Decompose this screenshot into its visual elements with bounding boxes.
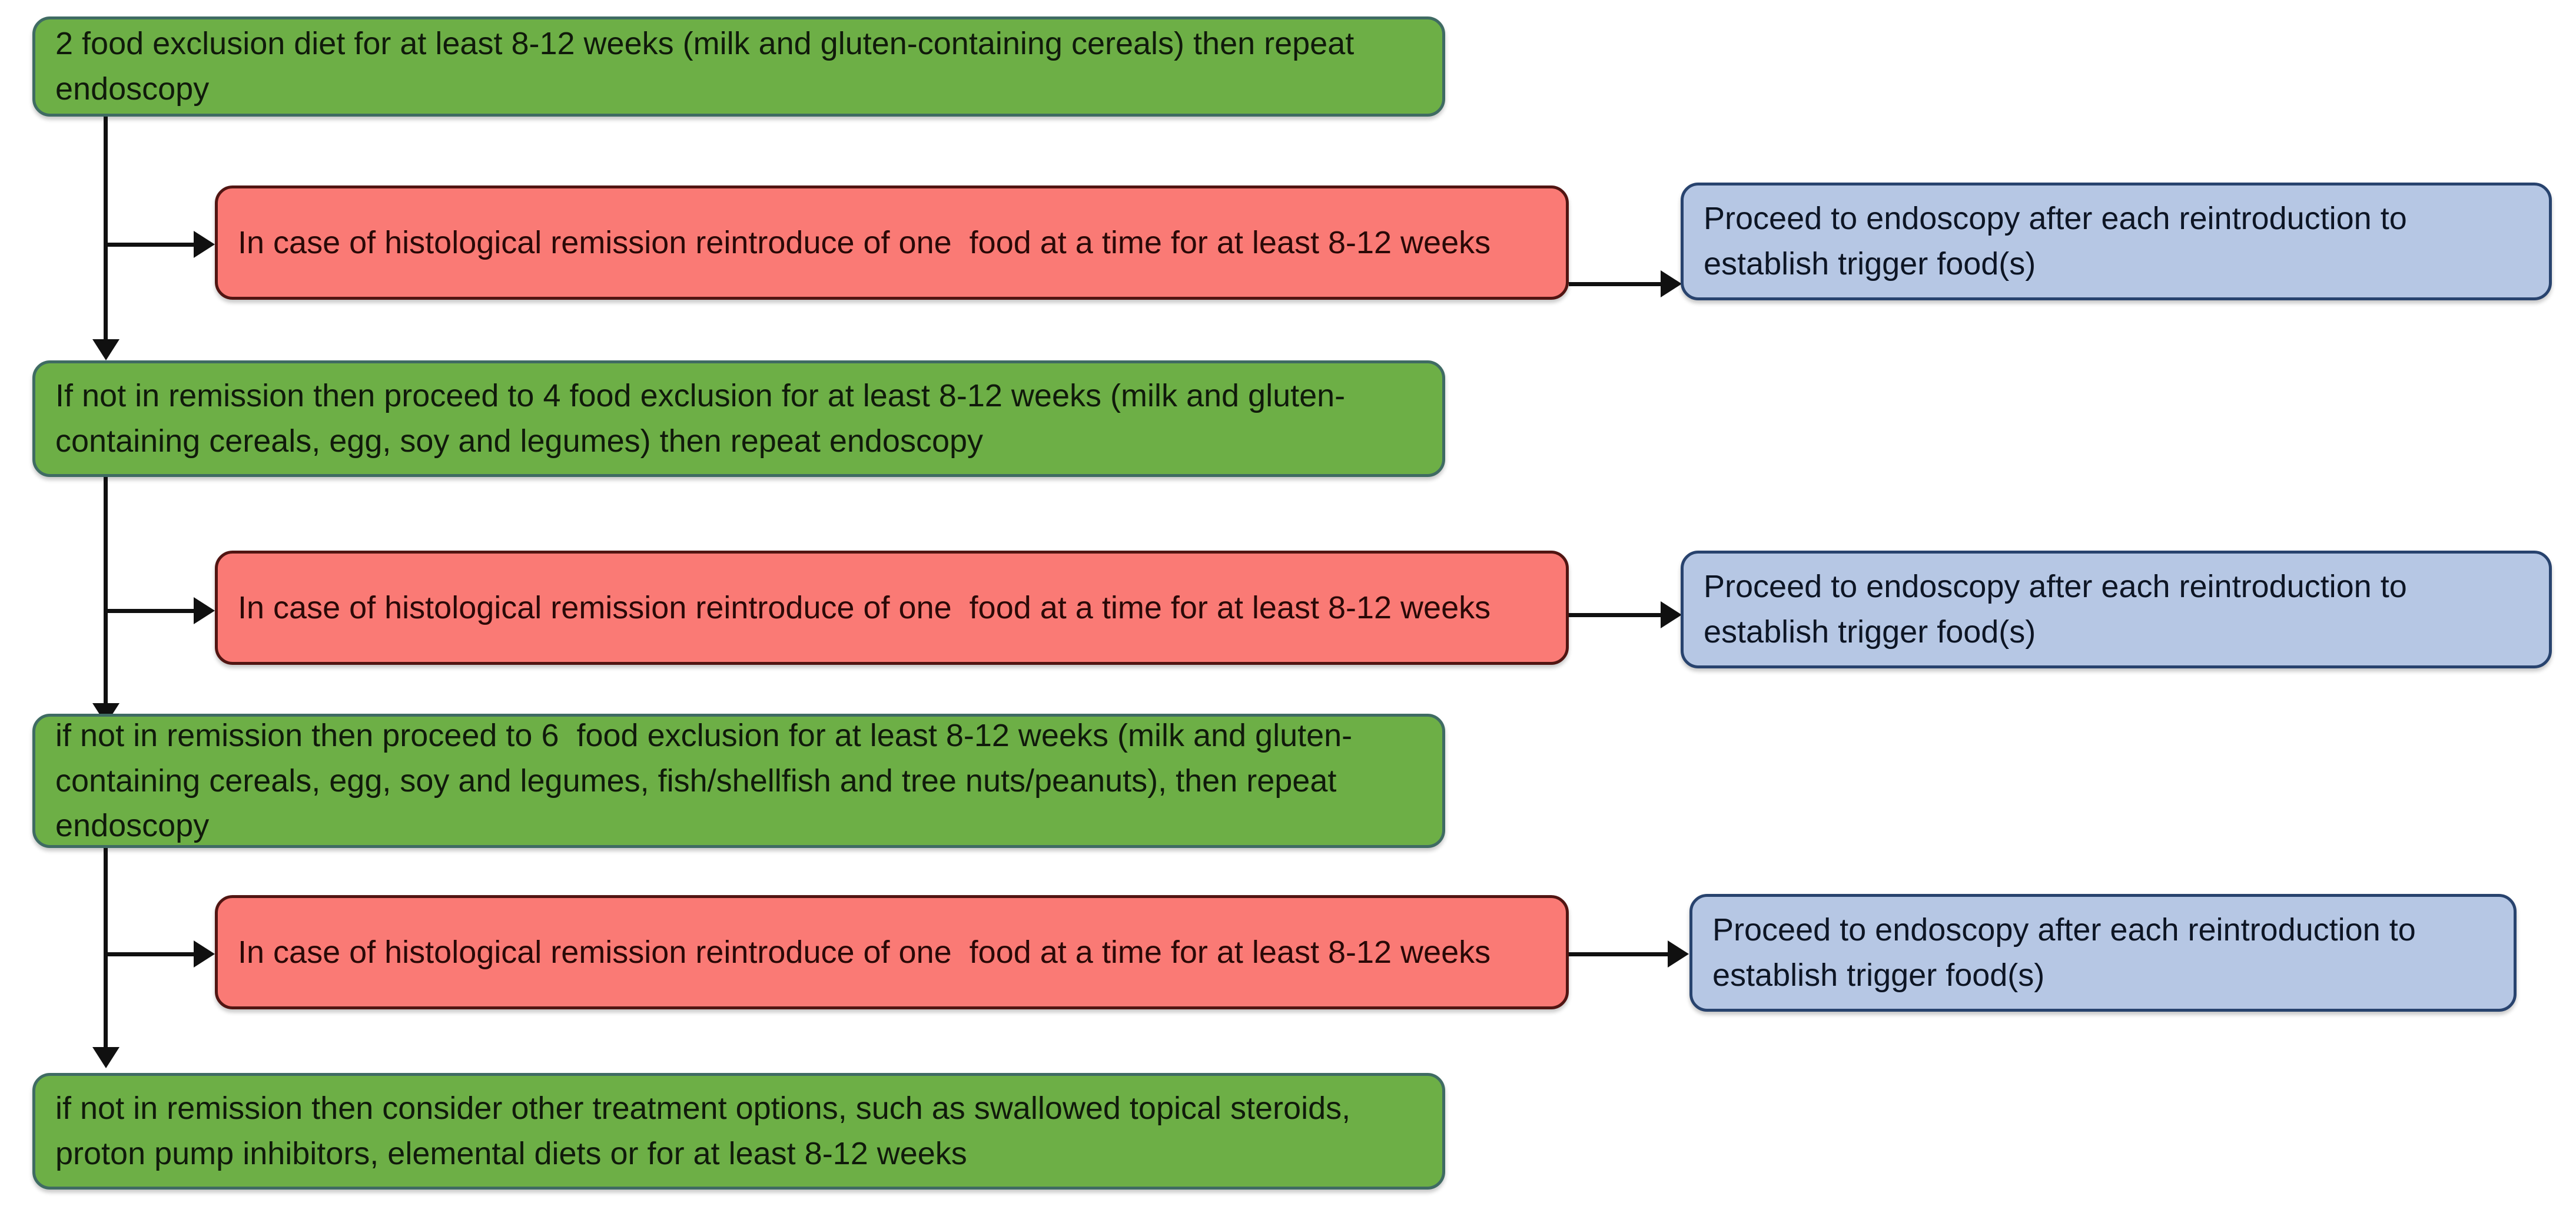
arrowhead-green2-to-red2 (194, 597, 215, 624)
node-green-3-label: if not in remission then proceed to 6 fo… (55, 718, 1353, 844)
node-red-1-label: In case of histological remission reintr… (238, 224, 1491, 260)
node-red-1[interactable]: In case of histological remission reintr… (215, 185, 1569, 300)
node-green-4-label: if not in remission then consider other … (55, 1091, 1360, 1171)
node-blue-1-label: Proceed to endoscopy after each reintrod… (1704, 201, 2416, 281)
node-green-1[interactable]: 2 food exclusion diet for at least 8-12 … (32, 16, 1445, 117)
node-blue-3-label: Proceed to endoscopy after each reintrod… (1712, 912, 2425, 993)
connector-green2-to-red2 (104, 609, 195, 613)
node-red-2-label: In case of histological remission reintr… (238, 589, 1491, 625)
node-blue-2-label: Proceed to endoscopy after each reintrod… (1704, 569, 2416, 650)
arrowhead-red2-to-blue2 (1661, 601, 1682, 628)
arrowhead-green1-to-green2 (92, 339, 119, 360)
node-green-2-label: If not in remission then proceed to 4 fo… (55, 378, 1346, 459)
node-blue-3[interactable]: Proceed to endoscopy after each reintrod… (1689, 894, 2517, 1012)
connector-red1-to-blue1 (1569, 282, 1662, 286)
connector-red2-to-blue2 (1569, 613, 1662, 617)
node-blue-1[interactable]: Proceed to endoscopy after each reintrod… (1681, 183, 2552, 300)
arrowhead-green3-to-red3 (194, 940, 215, 968)
arrowhead-green1-to-red1 (194, 231, 215, 258)
node-blue-2[interactable]: Proceed to endoscopy after each reintrod… (1681, 551, 2552, 668)
connector-green2-spine (104, 477, 108, 708)
connector-green1-spine (104, 117, 108, 345)
node-red-3-label: In case of histological remission reintr… (238, 934, 1491, 970)
connector-green3-spine (104, 848, 108, 1052)
connector-green1-to-red1 (104, 243, 195, 247)
arrowhead-red3-to-blue3 (1668, 940, 1689, 968)
arrowhead-green3-to-green4 (92, 1047, 119, 1068)
arrowhead-red1-to-blue1 (1661, 270, 1682, 297)
node-red-3[interactable]: In case of histological remission reintr… (215, 895, 1569, 1009)
node-green-4[interactable]: if not in remission then consider other … (32, 1073, 1445, 1190)
node-green-3[interactable]: if not in remission then proceed to 6 fo… (32, 714, 1445, 848)
connector-green3-to-red3 (104, 952, 195, 956)
connector-red3-to-blue3 (1569, 952, 1669, 956)
node-green-2[interactable]: If not in remission then proceed to 4 fo… (32, 360, 1445, 477)
node-red-2[interactable]: In case of histological remission reintr… (215, 551, 1569, 665)
node-green-1-label: 2 food exclusion diet for at least 8-12 … (55, 26, 1363, 107)
